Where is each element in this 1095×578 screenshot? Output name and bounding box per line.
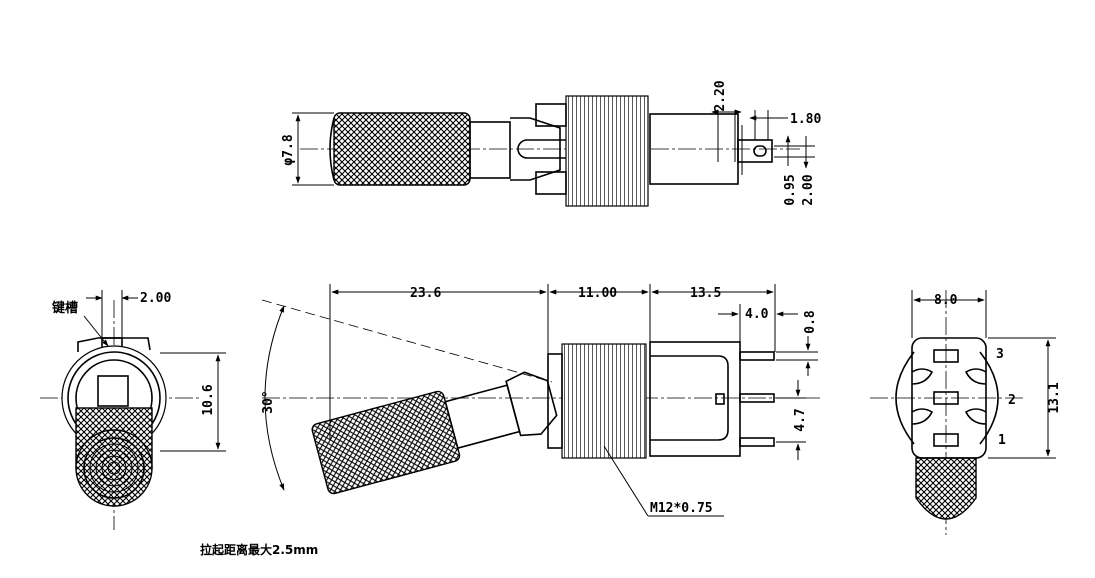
dim-4-7: 4.7 bbox=[793, 408, 808, 431]
side-knurled-knob bbox=[311, 390, 461, 495]
knob-face bbox=[83, 437, 145, 499]
middle-dims: 23.6 11.00 13.5 4.0 0.8 4.7 M12*0.75 bbox=[329, 284, 818, 517]
bottom-note: 拉起距离最大2.5mm bbox=[200, 542, 318, 557]
dim-13-5: 13.5 bbox=[690, 286, 721, 301]
left-dims: 2.00 键槽 10.6 bbox=[51, 290, 226, 452]
top-thread bbox=[565, 95, 649, 207]
terminal-3 bbox=[739, 351, 775, 361]
rear-terminal-2 bbox=[933, 391, 959, 405]
top-terminal bbox=[737, 139, 773, 163]
pin-label-3: 3 bbox=[996, 347, 1004, 362]
left-view: 2.00 键槽 10.6 bbox=[40, 290, 226, 530]
right-switch-body bbox=[911, 337, 987, 459]
pin-label-2: 2 bbox=[1008, 393, 1016, 408]
dim-diameter: φ7.8 bbox=[281, 134, 296, 165]
dim-angle-30: 30° bbox=[261, 390, 276, 413]
side-shaft bbox=[444, 384, 521, 450]
dim-23-6: 23.6 bbox=[410, 286, 441, 301]
pin-label-1: 1 bbox=[998, 433, 1006, 448]
dim-0-95: 0.95 bbox=[783, 174, 798, 205]
dim-2-00-left: 2.00 bbox=[140, 291, 171, 306]
top-dims: φ7.8 2.20 1.80 0.95 2.00 bbox=[281, 80, 821, 205]
label-keyway: 键槽 bbox=[51, 300, 78, 316]
dim-13-1: 13.1 bbox=[1047, 382, 1062, 413]
dim-11-00: 11.00 bbox=[578, 286, 617, 301]
middle-view: 30° 23.6 11.00 13.5 bbox=[261, 284, 820, 517]
thread-callout: M12*0.75 bbox=[650, 501, 713, 516]
top-nut-lower bbox=[535, 171, 567, 195]
rear-terminal-1 bbox=[933, 433, 959, 447]
rear-terminal-3 bbox=[933, 349, 959, 363]
dim-4-0: 4.0 bbox=[745, 307, 769, 322]
right-knurled-knob bbox=[915, 457, 977, 520]
top-knob-end bbox=[329, 117, 335, 181]
dim-0-8: 0.8 bbox=[803, 310, 818, 334]
dim-1-80: 1.80 bbox=[790, 112, 821, 127]
right-dims: 8.0 13.1 bbox=[911, 290, 1062, 459]
dim-8-0: 8.0 bbox=[934, 293, 958, 308]
dim-10-6: 10.6 bbox=[201, 384, 216, 415]
terminal-2 bbox=[739, 393, 775, 403]
top-nut-upper bbox=[535, 103, 567, 127]
side-collar bbox=[505, 371, 558, 437]
top-shaft bbox=[469, 121, 511, 179]
side-thread bbox=[561, 343, 647, 459]
terminal-1 bbox=[739, 437, 775, 447]
dim-2-00-top: 2.00 bbox=[801, 174, 816, 205]
top-collar bbox=[510, 117, 561, 181]
top-view: φ7.8 2.20 1.80 0.95 2.00 bbox=[281, 80, 821, 207]
dim-2-20: 2.20 bbox=[713, 80, 728, 111]
right-view: 3 2 1 8.0 13.1 bbox=[870, 290, 1062, 535]
top-terminal-slot bbox=[753, 145, 767, 157]
top-knurled-knob bbox=[333, 112, 471, 186]
